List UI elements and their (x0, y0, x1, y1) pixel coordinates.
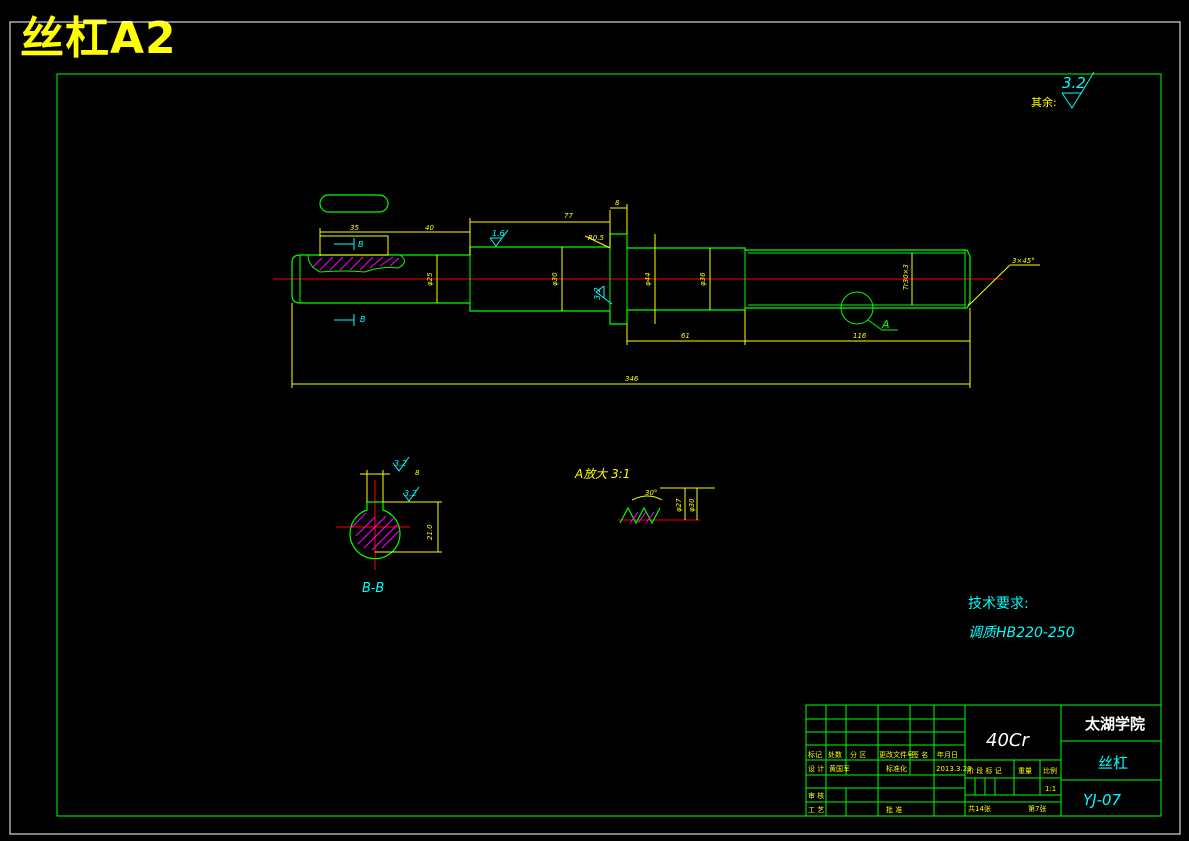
dim-346: 346 (625, 375, 639, 383)
tech-req-heading: 技术要求: (968, 596, 1029, 612)
dim-40: 40 (425, 224, 434, 232)
tb-drawing-no: YJ-07 (1083, 791, 1122, 809)
dim-dia44: φ44 (644, 272, 652, 286)
section-bb-label: B-B (362, 581, 384, 596)
keyway-broken-section (307, 254, 405, 273)
section-bb: 3.2 3.2 8 21.0 B-B (336, 456, 442, 596)
tb-hdr-1: 处数 (828, 750, 842, 759)
tb-school: 太湖学院 (1085, 715, 1145, 733)
section-bb-hatch (350, 512, 400, 551)
tb-scale: 1:1 (1045, 785, 1056, 793)
dim-thread: Tr30×3 (902, 264, 910, 290)
dim-dia36: φ36 (699, 272, 707, 286)
detail-a-mark: A (881, 318, 890, 331)
tb-stage-1: 重量 (1018, 767, 1032, 775)
main-shaft-view: A B B (273, 194, 1040, 388)
tb-hdr-0: 标记 (808, 750, 822, 759)
tb-design-row: 设 计 黄国军 标准化 2013.3.23 (808, 764, 972, 773)
detail-a-thread (619, 506, 661, 525)
tb-review: 审 核 (808, 791, 824, 800)
tb-hdr-5: 年月日 (937, 750, 958, 759)
roughness-32-vertical: 3.2 (593, 285, 613, 305)
tb-part-name: 丝杠 (1098, 754, 1128, 772)
section-mark-b-top: B (334, 238, 364, 250)
detail-a-circle (840, 291, 874, 325)
roughness-16: 1.6 (489, 229, 509, 247)
keyway-top-view (319, 194, 389, 213)
outer-frame (9, 21, 1181, 835)
tb-stage-2: 比例 (1043, 766, 1057, 775)
tb-hdr-2: 分 区 (850, 750, 866, 759)
tb-hdr-4: 签 名 (912, 750, 928, 759)
tb-design-5: 2013.3.23 (936, 765, 972, 773)
dim-77: 77 (564, 212, 573, 220)
dim-r05: R0.5 (588, 234, 605, 242)
dim-8: 8 (615, 199, 620, 207)
detail-a: A放大 3:1 30° φ27 φ30 (574, 467, 715, 525)
tb-design-0: 设 计 (808, 764, 824, 773)
tb-stage-0: 阶 段 标 记 (967, 766, 1002, 775)
tb-stage-row: 阶 段 标 记 重量 比例 1:1 (967, 766, 1057, 793)
section-bb-rough2: 3.2 (404, 489, 417, 498)
dim-key-len: 35 (350, 224, 359, 232)
dimensions (291, 204, 1040, 388)
detail-a-angle: 30° (645, 489, 657, 497)
section-mark-b-bottom-label: B (360, 315, 366, 324)
tb-approve: 批 准 (886, 805, 902, 814)
detail-a-d2: φ30 (688, 498, 696, 512)
roughness-default-value: 3.2 (1062, 74, 1086, 92)
tb-sheets-total: 共14张 (968, 804, 991, 813)
section-bb-tol-top: 8 (415, 469, 420, 477)
dim-dia25: φ25 (426, 272, 434, 286)
roughness-default: 其余: 3.2 (1031, 71, 1095, 109)
section-mark-b-bottom: B (334, 314, 366, 326)
tb-hdr-3: 更改文件号 (879, 750, 914, 759)
title-block (805, 704, 1162, 817)
section-bb-rough1: 3.2 (394, 459, 407, 468)
tb-design-3: 标准化 (886, 764, 907, 773)
roughness-default-label: 其余: (1031, 95, 1057, 109)
tb-material: 40Cr (986, 730, 1030, 751)
dim-dia30: φ30 (551, 272, 559, 286)
section-bb-tol-side: 21.0 (426, 524, 434, 540)
dim-116: 116 (853, 332, 867, 340)
tb-design-1: 黄国军 (829, 764, 850, 773)
tb-sheet-no: 第7张 (1028, 804, 1046, 813)
tech-req-line1: 调质HB220-250 (968, 625, 1075, 641)
dim-chamfer: 3×45° (1012, 257, 1035, 265)
roughness-32-label: 3.2 (593, 287, 602, 300)
keyway-hatch (311, 256, 400, 271)
roughness-symbol (1061, 71, 1095, 109)
inner-frame (56, 73, 1162, 817)
dim-61: 61 (681, 332, 690, 340)
detail-a-d1: φ27 (675, 498, 683, 512)
tb-header-row: 标记 处数 分 区 更改文件号 签 名 年月日 (808, 750, 958, 759)
detail-a-label: A放大 3:1 (574, 467, 630, 481)
tb-bottom-rows: 审 核 工 艺 批 准 共14张 第7张 (808, 791, 1046, 814)
section-mark-b-top-label: B (358, 240, 364, 249)
tb-process: 工 艺 (808, 806, 824, 814)
section-bb-profile (349, 501, 401, 560)
roughness-16-label: 1.6 (492, 229, 505, 238)
